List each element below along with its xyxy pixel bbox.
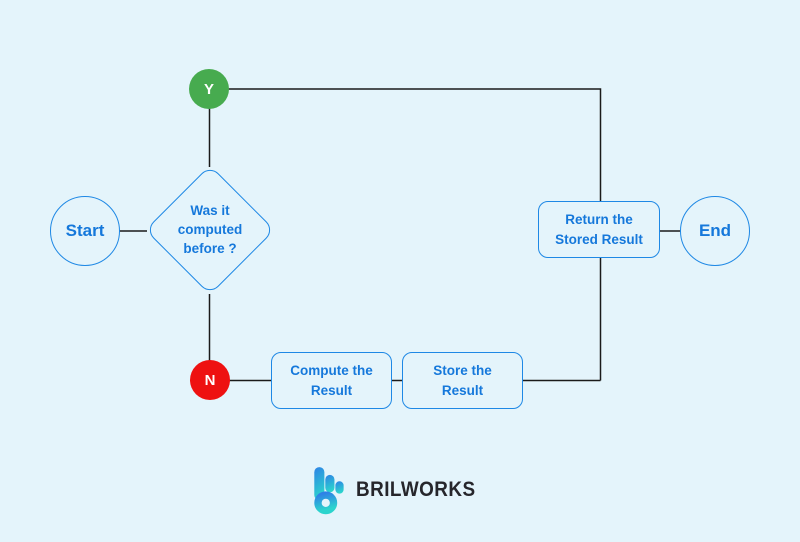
end-node: End [680,196,750,266]
return-line-2: Stored Result [555,231,643,247]
return-stored-result-node: Return the Stored Result [538,201,660,258]
start-node: Start [50,196,120,266]
end-label: End [698,221,732,240]
return-line-1: Return the [565,211,633,227]
start-label: Start [65,221,105,240]
store-line-2: Result [441,382,484,398]
yes-branch-label: Y [203,80,214,98]
decision-node-label: Was it computed before ? [145,202,275,259]
no-branch-label: N [204,371,216,389]
compute-line-2: Result [310,382,353,398]
decision-line-1: Was it [190,203,230,218]
connector-yes-return [209,88,602,202]
compute-result-node: Compute the Result [271,352,392,409]
store-line-1: Store the [433,362,492,378]
compute-line-1: Compute the [290,362,373,378]
yes-branch-badge: Y [189,69,229,109]
decision-line-2: computed [177,221,243,237]
store-result-node: Store the Result [402,352,523,409]
brilworks-logo: BRILWORKS [0,462,800,518]
decision-line-3: before ? [183,240,237,256]
no-branch-badge: N [190,360,230,400]
brilworks-logo-text: BRILWORKS [355,478,476,501]
brilworks-b-icon [313,467,344,515]
